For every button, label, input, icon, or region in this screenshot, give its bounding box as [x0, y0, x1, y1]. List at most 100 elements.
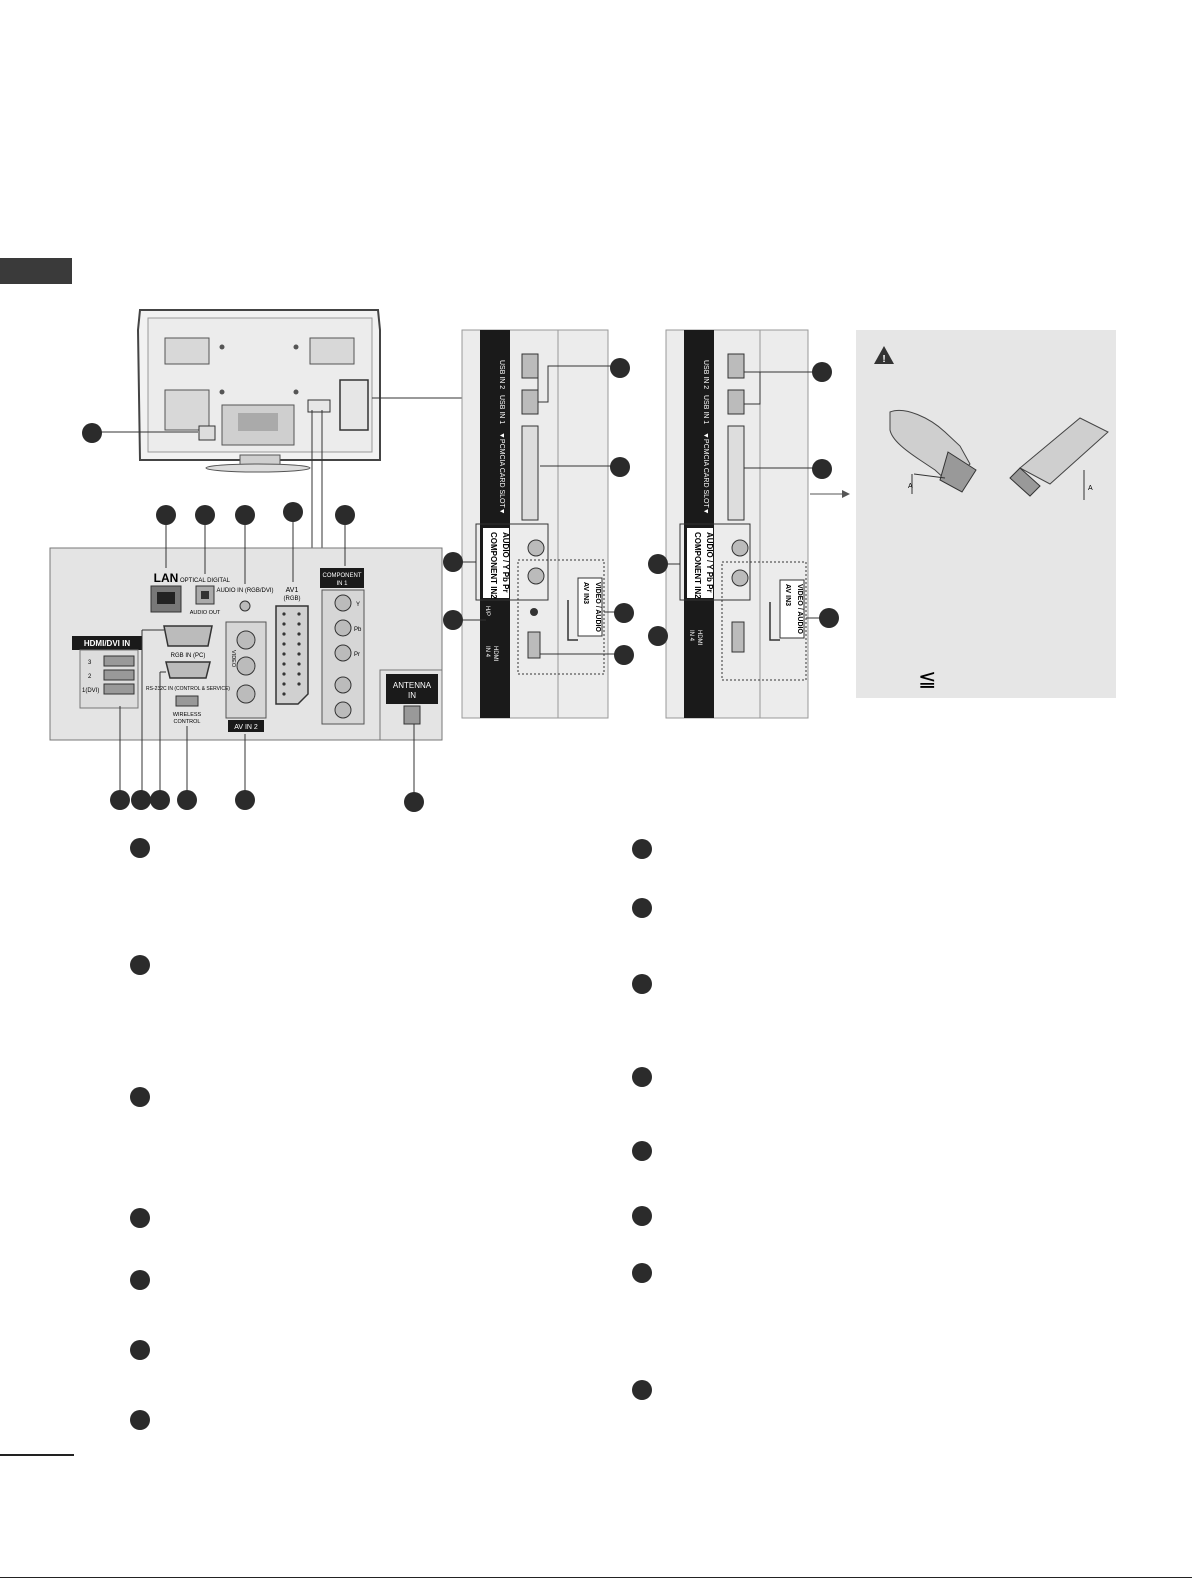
antenna-label-box: [386, 674, 438, 704]
pcmcia-label-2: ▼PCMCIA CARD SLOT▼: [702, 432, 709, 515]
hp-label-1: H/P: [484, 606, 490, 616]
comp1-y-jack[interactable]: [334, 594, 352, 612]
side-panel-1: USB IN 2 USB IN 1 ▼PCMCIA CARD SLOT▼ COM…: [461, 329, 609, 719]
hdmi1-dvi-port[interactable]: [103, 683, 135, 695]
av-in3-label-1: AV IN3: [582, 582, 589, 604]
callout-marker: [610, 457, 630, 477]
av2-video-label: VIDEO: [230, 650, 236, 668]
bottom-rule: [0, 1577, 1192, 1578]
pcmcia-slot-2[interactable]: [727, 425, 745, 521]
comp2-jack-2b[interactable]: [731, 569, 749, 587]
wireless-label: WIRELESS: [173, 712, 202, 718]
hdmi4-port-2[interactable]: [731, 621, 745, 653]
rs232c-port[interactable]: [165, 661, 211, 679]
callout-marker: [177, 790, 197, 810]
hdmi4-port-1[interactable]: [527, 631, 541, 659]
audio-in-jack[interactable]: [239, 600, 251, 612]
antenna-port[interactable]: [403, 705, 421, 725]
description-marker: [130, 1340, 150, 1360]
scart-port[interactable]: [275, 605, 309, 705]
callout-marker: [131, 790, 151, 810]
description-marker: [130, 1087, 150, 1107]
description-marker: [130, 1270, 150, 1290]
av1-rgb-label: (RGB): [284, 596, 301, 602]
hdmi-dvi-in-label: HDMI/DVI IN: [84, 639, 130, 648]
side-panel-2: USB IN 2 USB IN 1 ▼PCMCIA CARD SLOT▼ COM…: [665, 329, 809, 719]
comp1-audio-l-jack[interactable]: [334, 676, 352, 694]
audio-y-pb-pr-label-2: AUDIO / Y Pb Pr: [705, 532, 714, 593]
antenna-label-2: IN: [408, 691, 416, 700]
comp1-pr-label: Pr: [354, 652, 360, 658]
wireless-control-port[interactable]: [175, 695, 199, 707]
callout-marker: [195, 505, 215, 525]
audio-y-pb-pr-label-1: AUDIO / Y Pb Pr: [501, 532, 510, 593]
video-audio-label-1: VIDEO / AUDIO: [594, 582, 601, 632]
description-marker: [632, 839, 652, 859]
comp2-jack-1b[interactable]: [527, 567, 545, 585]
comp2-jack-1a[interactable]: [527, 539, 545, 557]
usb-in2-label-2: USB IN 2: [702, 360, 709, 389]
callout-marker: [156, 505, 176, 525]
hdmi-in4-label-1b: IN 4: [484, 646, 490, 658]
rgb-in-port[interactable]: [163, 625, 213, 647]
antenna-label: ANTENNA: [393, 681, 432, 690]
video-audio-label-2: VIDEO / AUDIO: [796, 584, 803, 634]
usb1-port-2[interactable]: [727, 389, 745, 415]
hdmi2-port[interactable]: [103, 669, 135, 681]
description-marker: [632, 1380, 652, 1400]
callout-marker: [443, 552, 463, 572]
hdmi3-port[interactable]: [103, 655, 135, 667]
usb1-port-1[interactable]: [521, 389, 539, 415]
description-marker: [632, 898, 652, 918]
callout-marker: [335, 505, 355, 525]
hp-jack-1[interactable]: [530, 608, 538, 616]
comp1-y-label: Y: [356, 602, 360, 608]
callout-marker: [150, 790, 170, 810]
callout-marker: [812, 459, 832, 479]
pcmcia-label-1: ▼PCMCIA CARD SLOT▼: [498, 432, 505, 515]
callout-marker: [82, 423, 102, 443]
dim-a-label-2: A: [1088, 485, 1093, 492]
callout-marker: [443, 610, 463, 630]
callout-marker: [819, 608, 839, 628]
rgb-in-label: RGB IN (PC): [171, 653, 206, 659]
comp1-pb-jack[interactable]: [334, 619, 352, 637]
less-equal-symbol: ≦: [918, 666, 936, 691]
callout-marker: [283, 502, 303, 522]
tv-back-view: [136, 309, 381, 473]
av1-label: AV1: [286, 587, 299, 594]
description-marker: [130, 955, 150, 975]
usb-in1-label-2: USB IN 1: [702, 395, 709, 424]
audio-in-label: AUDIO IN (RGB/DVI): [216, 588, 273, 594]
description-marker: [632, 974, 652, 994]
comp1-pb-label: Pb: [354, 627, 362, 633]
callout-marker: [610, 358, 630, 378]
component-in2-label-1: COMPONENT IN2: [489, 532, 498, 599]
pcmcia-slot-1[interactable]: [521, 425, 539, 521]
rs232c-label: RS-232C IN (CONTROL & SERVICE): [146, 686, 230, 692]
usb2-port-1[interactable]: [521, 353, 539, 379]
usb2-port-2[interactable]: [727, 353, 745, 379]
description-marker: [130, 1208, 150, 1228]
callout-marker: [648, 626, 668, 646]
hdmi-cable-icon: [889, 409, 977, 494]
audio-out-label: AUDIO OUT: [190, 610, 221, 616]
hdmi-in4-label-2b: IN 4: [688, 630, 694, 642]
description-marker: [632, 1263, 652, 1283]
section-tab: [0, 258, 72, 284]
av2-video-jack[interactable]: [236, 630, 256, 650]
comp1-pr-jack[interactable]: [334, 644, 352, 662]
component-in1-label: COMPONENT: [323, 573, 362, 579]
av2-audio-l-jack[interactable]: [236, 656, 256, 676]
av2-audio-r-jack[interactable]: [236, 684, 256, 704]
warning-icon: [874, 346, 894, 364]
description-marker: [632, 1067, 652, 1087]
comp2-jack-2a[interactable]: [731, 539, 749, 557]
av-in2-label: AV IN 2: [234, 724, 258, 731]
comp1-audio-r-jack[interactable]: [334, 701, 352, 719]
callout-marker: [235, 505, 255, 525]
callout-marker: [812, 362, 832, 382]
description-marker: [632, 1206, 652, 1226]
hdmi1-label: 1(DVI): [82, 688, 99, 694]
